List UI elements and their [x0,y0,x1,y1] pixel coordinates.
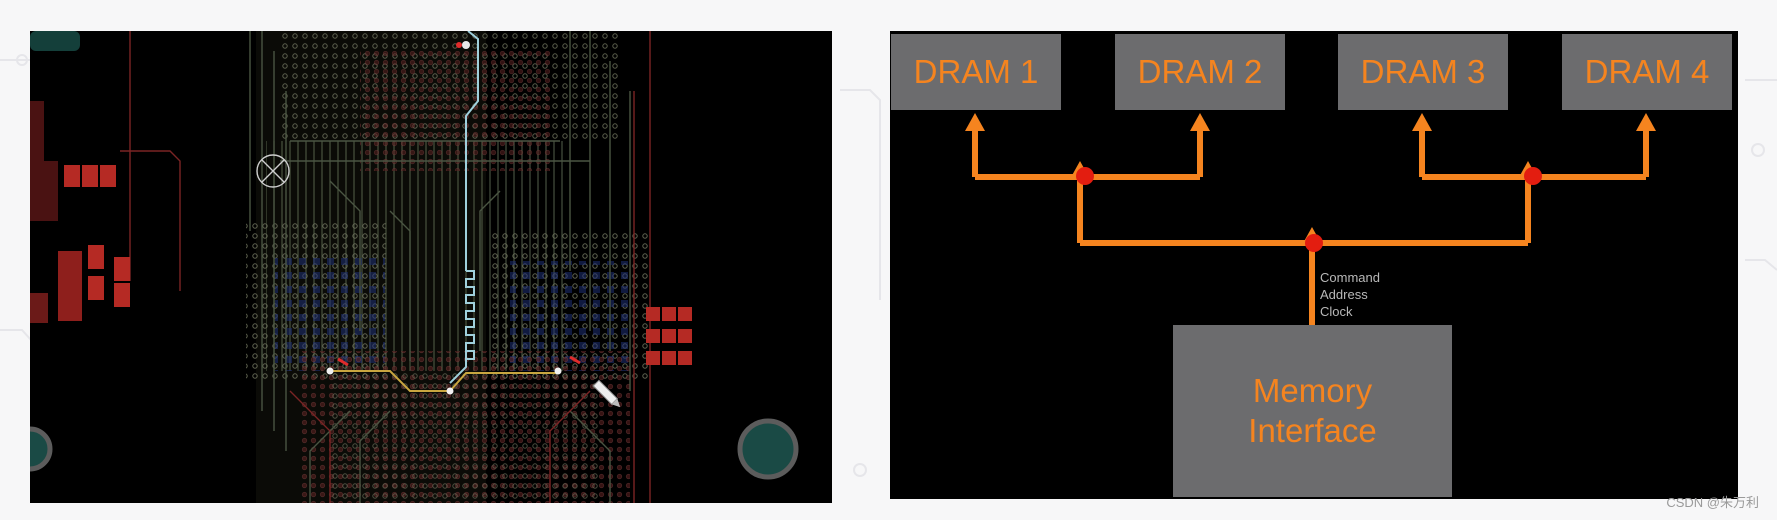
signal-label-address: Address [1320,287,1368,302]
memory-interface-box: Memory Interface [1173,325,1452,497]
dram-3-box: DRAM 3 [1338,34,1508,110]
topology-wires [965,113,1656,325]
memory-interface-line2: Interface [1248,412,1377,449]
split-node-right [1524,167,1542,185]
watermark: CSDN @朱万利 [1666,495,1759,510]
signal-label-command: Command [1320,270,1380,285]
memory-interface-line1: Memory [1252,372,1373,409]
signal-labels: Command Address Clock [1320,269,1380,320]
split-node-left [1076,167,1094,185]
dram-2-box: DRAM 2 [1115,34,1285,110]
fly-by-topology-diagram: DRAM 1 DRAM 2 DRAM 3 DRAM 4 Command Addr… [890,31,1738,499]
dram-4-box: DRAM 4 [1562,34,1732,110]
pcb-layout-image [30,31,832,503]
split-node-main [1305,234,1323,252]
dram-1-box: DRAM 1 [891,34,1061,110]
signal-label-clock: Clock [1320,304,1353,319]
